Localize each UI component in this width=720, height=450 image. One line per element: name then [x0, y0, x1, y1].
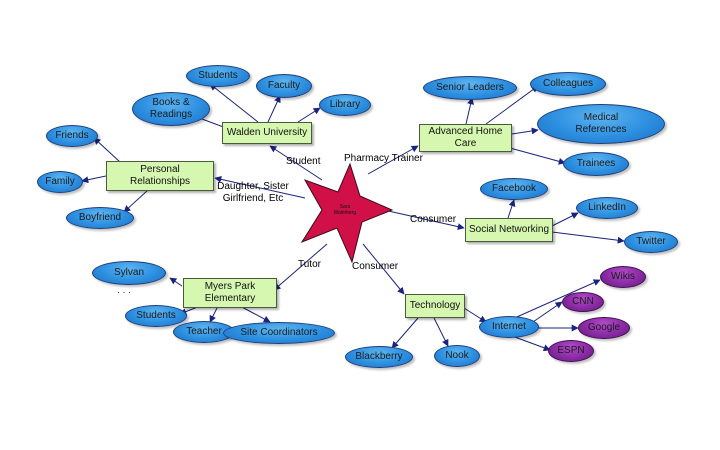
leaf-ahc-medical-references[interactable]: Medical References	[537, 104, 665, 144]
edge-myers-sylvan	[169, 277, 183, 287]
leaf-myers-site-coordinators[interactable]: Site Coordinators	[223, 322, 335, 344]
leaf-social-facebook[interactable]: Facebook	[480, 178, 548, 200]
edge-center-technology	[362, 243, 405, 295]
group-personal-relationships[interactable]: Personal Relationships	[106, 161, 214, 191]
leaf-walden-faculty[interactable]: Faculty	[256, 74, 312, 98]
edge-label-pharmacy-trainer: Pharmacy Trainer	[344, 153, 423, 164]
edge-tech-blackberry	[391, 317, 419, 349]
edge-ahc-trainees	[509, 147, 566, 165]
edge-tech-nook	[433, 317, 449, 347]
group-advanced-home-care[interactable]: Advanced Home Care	[419, 124, 512, 152]
edge-ahc-medical	[511, 127, 539, 135]
leaf-myers-sylvan[interactable]: Sylvan	[92, 261, 166, 285]
edge-center-myers	[273, 243, 328, 291]
edge-internet-espn	[511, 335, 551, 352]
leaf-myers-teachers[interactable]: Teacher	[173, 321, 235, 343]
leaf-myers-students[interactable]: Students	[125, 305, 187, 327]
leaf-internet-google[interactable]: Google	[578, 317, 630, 339]
central-label-line1: Sara	[339, 204, 351, 210]
group-walden-university[interactable]: Walden University	[222, 122, 312, 144]
leaf-walden-books[interactable]: Books & Readings	[132, 92, 210, 126]
edge-walden-students	[209, 83, 259, 123]
leaf-ahc-colleagues[interactable]: Colleagues	[530, 72, 606, 96]
leaf-tech-nook[interactable]: Nook	[434, 345, 480, 367]
edge-walden-library	[297, 107, 321, 123]
leaf-walden-students[interactable]: Students	[186, 65, 250, 87]
group-technology[interactable]: Technology	[405, 294, 465, 318]
edge-internet-cnn	[529, 301, 563, 325]
leaf-internet-wikis[interactable]: Wikis	[600, 266, 646, 288]
central-star-node[interactable]	[300, 162, 394, 264]
edge-personal-friends	[93, 137, 121, 163]
leaf-social-twitter[interactable]: Twitter	[624, 231, 678, 253]
leaf-tech-blackberry[interactable]: Blackberry	[345, 346, 413, 368]
edge-center-personal	[214, 175, 306, 199]
edge-label-tutor: Tutor	[298, 259, 321, 270]
leaf-ahc-senior-leaders[interactable]: Senior Leaders	[423, 76, 517, 100]
edge-label-consumer-tech: Consumer	[352, 261, 399, 272]
leaf-tech-internet[interactable]: Internet	[479, 316, 539, 338]
leaf-internet-espn[interactable]: ESPN	[548, 340, 594, 362]
edge-ahc-colleagues	[485, 85, 539, 125]
group-myers-park-elementary[interactable]: Myers Park Elementary	[183, 278, 277, 308]
edge-center-social	[383, 209, 465, 231]
central-label-line2: Malmberg	[333, 210, 357, 216]
edge-label-student: Student	[286, 156, 321, 167]
edge-label-daughter: Daughter, Sister Girlfriend, Etc	[213, 181, 293, 205]
edge-social-facebook	[507, 199, 516, 219]
leaf-personal-family[interactable]: Family	[37, 171, 83, 193]
leaf-personal-friends[interactable]: Friends	[46, 125, 98, 147]
edge-label-consumer-social: Consumer	[410, 214, 457, 225]
leaf-personal-boyfriend[interactable]: Boyfriend	[66, 207, 134, 229]
edge-walden-faculty	[267, 95, 281, 123]
group-social-networking[interactable]: Social Networking	[465, 218, 553, 242]
edge-social-twitter	[551, 231, 625, 244]
edge-social-linkedin	[551, 212, 579, 227]
leaf-walden-library[interactable]: Library	[319, 94, 371, 116]
edge-internet-wikis	[509, 279, 601, 321]
myers-ellipsis: · · ·	[117, 287, 131, 297]
leaf-ahc-trainees[interactable]: Trainees	[563, 152, 629, 176]
central-node-label: Sara Malmberg	[325, 204, 365, 216]
edge-ahc-seniors	[465, 97, 474, 125]
leaf-social-linkedin[interactable]: LinkedIn	[576, 197, 638, 219]
edge-myers-site	[239, 305, 271, 323]
edge-label-daughter-text: Daughter, Sister Girlfriend, Etc	[217, 181, 289, 204]
edge-center-walden	[269, 145, 323, 181]
edge-myers-teachers	[209, 305, 219, 323]
leaf-internet-cnn[interactable]: CNN	[562, 292, 604, 312]
edge-personal-family	[81, 175, 107, 184]
edge-tech-internet	[463, 307, 487, 323]
edge-personal-boyfriend	[123, 189, 149, 213]
edge-center-ahc	[367, 145, 419, 175]
